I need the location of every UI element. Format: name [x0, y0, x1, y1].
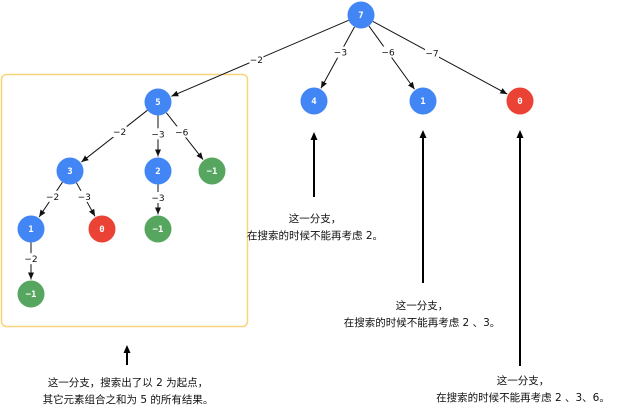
annotation-line: 这一分支， — [288, 213, 342, 225]
arrowhead-up-icon — [516, 130, 524, 138]
edge-label: −6 — [381, 49, 395, 59]
tree-node-zero: 0 — [506, 87, 534, 115]
node-circle — [144, 215, 172, 243]
node-circle — [300, 87, 328, 115]
edge-label-background — [112, 126, 127, 138]
node-circle — [506, 87, 534, 115]
node-value: 7 — [358, 11, 363, 21]
edge-label: −2 — [24, 255, 37, 265]
tree-node-negative: −1 — [144, 215, 172, 243]
edge-label-background — [77, 190, 92, 202]
node-value: −1 — [207, 167, 218, 177]
annotation-branch-5: 这一分支，搜索出了以 2 为起点， 其它元素组合之和为 5 的所有结果。 — [28, 375, 228, 409]
arrowhead-up-icon — [123, 345, 131, 353]
annotation-line: 这一分支，搜索出了以 2 为起点， — [47, 377, 209, 389]
node-value: −1 — [26, 290, 37, 300]
node-circle — [347, 1, 375, 29]
tree-node-positive: 3 — [56, 157, 84, 185]
node-circle — [17, 215, 45, 243]
node-circle — [198, 157, 226, 185]
tree-node-positive: 7 — [347, 1, 375, 29]
edge-label-background — [424, 47, 439, 59]
tree-node-positive: 5 — [144, 88, 172, 116]
tree-node-positive: 1 — [409, 87, 437, 115]
annotation-line: 这一分支， — [496, 375, 550, 387]
node-circle — [409, 87, 437, 115]
tree-edge — [372, 20, 508, 95]
node-value: 2 — [155, 167, 160, 177]
tree-edge — [368, 25, 415, 90]
tree-node-positive: 2 — [144, 157, 172, 185]
edge-label: −3 — [151, 194, 164, 204]
edge-label-background — [249, 53, 264, 65]
arrowhead-up-icon — [310, 132, 318, 140]
node-value: 0 — [99, 225, 104, 235]
node-value: 1 — [28, 225, 33, 235]
node-value: −1 — [153, 225, 164, 235]
node-circle — [144, 157, 172, 185]
edge-label-background — [151, 128, 165, 140]
edge-label: −7 — [425, 49, 438, 59]
edge-label-background — [381, 46, 396, 58]
highlight-box — [0, 73, 249, 328]
tree-node-zero: 0 — [88, 215, 116, 243]
edge-label: −2 — [113, 128, 126, 138]
node-value: 1 — [420, 97, 425, 107]
edge-label-background — [174, 126, 189, 138]
edge-label-background — [151, 192, 165, 203]
edge-label: −2 — [46, 193, 59, 203]
annotation-branch-4: 这一分支， 在搜索的时候不能再考虑 2。 — [215, 211, 415, 245]
annotation-line: 在搜索的时候不能再考虑 2。 — [246, 230, 384, 242]
node-value: 3 — [67, 167, 72, 177]
annotation-line: 这一分支， — [395, 300, 449, 312]
tree-node-positive: 4 — [300, 87, 328, 115]
node-value: 0 — [517, 97, 522, 107]
annotation-line: 在搜索的时候不能再考虑 2 、3、6。 — [436, 392, 610, 404]
tree-node-negative: −1 — [198, 157, 226, 185]
annotation-line: 在搜索的时候不能再考虑 2 、3。 — [343, 317, 501, 329]
node-circle — [17, 280, 45, 308]
edge-label: −3 — [151, 130, 164, 140]
edge-label: −3 — [334, 49, 347, 59]
node-circle — [144, 88, 172, 116]
edge-label-background — [45, 190, 60, 202]
annotation-branch-1: 这一分支， 在搜索的时候不能再考虑 2 、3。 — [322, 298, 522, 332]
edge-label: −2 — [250, 56, 263, 66]
edge-label-background — [333, 46, 348, 58]
node-value: 4 — [311, 97, 317, 107]
annotation-branch-0: 这一分支， 在搜索的时候不能再考虑 2 、3、6。 — [423, 373, 623, 407]
tree-node-positive: 1 — [17, 215, 45, 243]
edge-label: −3 — [78, 193, 91, 203]
node-value: 5 — [155, 98, 160, 108]
annotation-line: 其它元素组合之和为 5 的所有结果。 — [42, 394, 214, 406]
node-circle — [56, 157, 84, 185]
node-circle — [88, 215, 116, 243]
edge-label-background — [24, 253, 38, 265]
edge-label: −6 — [175, 128, 189, 138]
arrowhead-up-icon — [419, 130, 427, 138]
tree-node-negative: −1 — [17, 280, 45, 308]
